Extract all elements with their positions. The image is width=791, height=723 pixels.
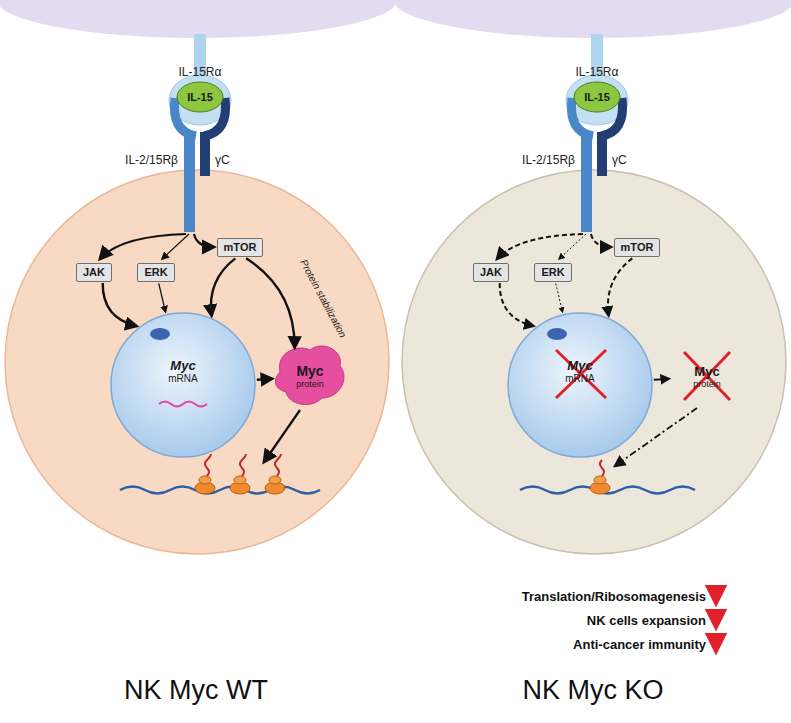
receptor-signals-wt [100,234,214,259]
receptor-signals-ko [497,234,611,259]
receptor-label: γC [215,153,230,167]
ribosome [230,454,250,494]
node-subtext: protein [296,379,324,389]
myc-protein-blob [275,346,344,405]
node-title: Myc [296,363,323,379]
presenting-cell [394,0,791,38]
panel-title: NK Myc WT [124,675,268,706]
receptor-wt [169,34,231,232]
presenting-cell [0,0,397,38]
mrna-strand [120,487,320,494]
kinase-box: ERK [534,263,571,282]
node-title: JAK [83,266,105,279]
ribosome [195,454,215,494]
protein-blob: Mycprotein [275,348,345,404]
nucleus [111,313,255,457]
node-title: mTOR [621,241,654,254]
knockout-cross [556,350,730,400]
node-title: JAK [480,266,502,279]
protein-label: Mycprotein [672,348,742,404]
kinase-box: mTOR [614,238,661,257]
receptor-label: IL-2/15Rβ [125,153,178,167]
node-subtext: protein [693,379,721,389]
nucleolus [547,328,567,340]
node-title: Myc [694,364,719,379]
signal-arrow [257,379,272,380]
myc-mrna-wave [159,402,207,407]
kinase-box: ERK [137,263,174,282]
nucleus-circle: MycmRNA [111,313,255,457]
receptor-label: IL-15Rα [576,65,619,79]
node-title: IL-15 [584,91,610,103]
protein-to-translation [264,410,300,462]
nucleus-circle: MycmRNA [508,313,652,457]
signal-arrow [103,283,137,326]
nucleus [508,313,652,457]
signal-arrow [246,258,295,347]
node-title: IL-15 [187,91,213,103]
nk-cell-ko [402,170,786,554]
nucleolus [150,328,170,340]
node-title: ERK [541,266,564,279]
signal-arrow [654,379,669,380]
signal-arrow [556,283,563,312]
signal-arrow [159,283,166,312]
ribosome [265,454,285,494]
protein-to-translation-ko [615,408,697,466]
cytokine-oval: IL-15 [177,82,223,112]
cytokine-oval: IL-15 [574,82,620,112]
kinase-box: mTOR [217,238,264,257]
receptor-ko [566,34,628,232]
decrease-arrow [715,587,718,651]
signal-arrow [211,258,235,315]
kinase-box: JAK [76,263,112,282]
outcome-text: Translation/Ribosomagenesis [522,589,706,604]
panel-title: NK Myc KO [522,675,663,706]
nk-cell-wt [5,170,389,554]
ribosome [590,460,610,494]
node-title: mTOR [224,241,257,254]
outcome-text: Anti-cancer immunity [573,637,706,652]
node-subtext: mRNA [565,373,594,384]
node-title: Myc [170,358,195,373]
signal-arrow [500,283,534,326]
receptor-label: IL-15Rα [179,65,222,79]
kinase-box: JAK [473,263,509,282]
signal-arrow [608,258,632,315]
outcome-text: NK cells expansion [587,613,706,628]
node-title: Myc [567,358,592,373]
receptor-label: IL-2/15Rβ [522,153,575,167]
receptor-label: γC [612,153,627,167]
node-title: ERK [144,266,167,279]
node-subtext: mRNA [168,373,197,384]
